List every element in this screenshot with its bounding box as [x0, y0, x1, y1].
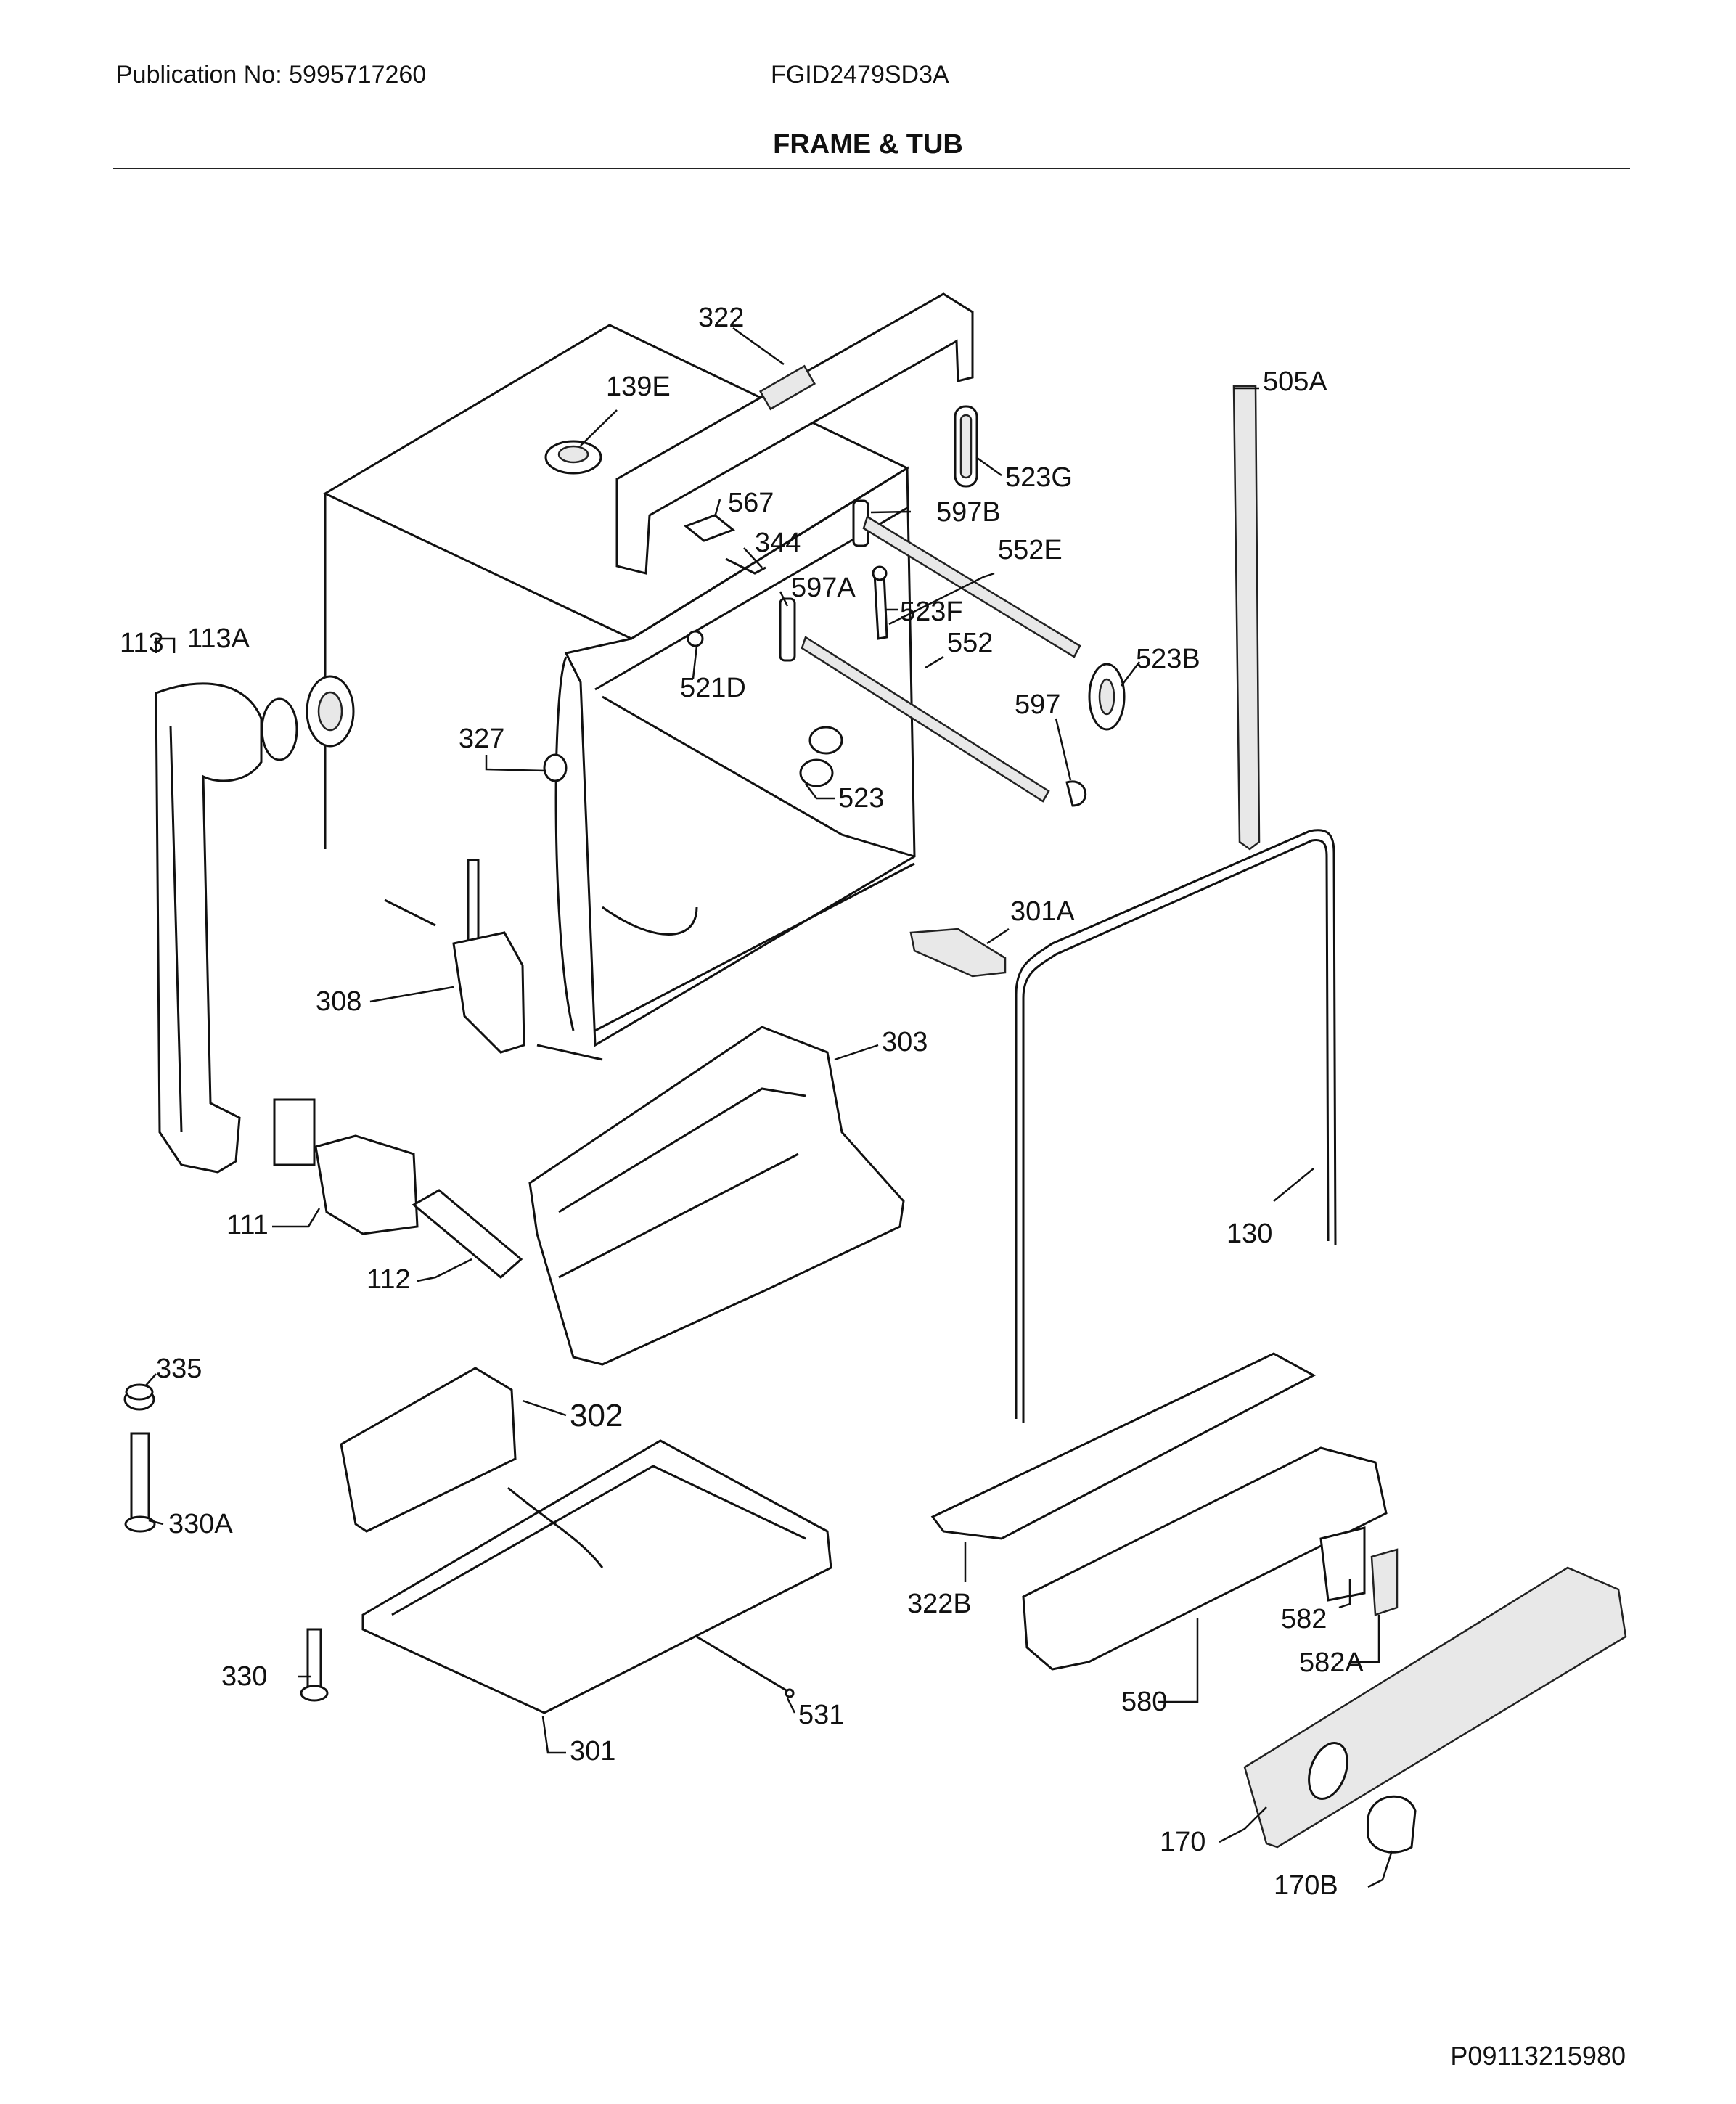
part-111-housing	[273, 1098, 419, 1235]
part-521D-nut	[687, 630, 704, 647]
part-301-base-tray	[361, 1439, 832, 1714]
callout-308: 308	[316, 986, 361, 1017]
callout-552E: 552E	[998, 535, 1063, 565]
part-344-bracket	[725, 557, 766, 575]
callout-597A: 597A	[791, 573, 856, 603]
callout-labels: 322 139E 505A 523G 567 597B 344 552E 597…	[120, 303, 1364, 1901]
callout-112: 112	[367, 1264, 411, 1295]
part-170B-clip	[1367, 1795, 1417, 1854]
part-113A-seal-ring	[261, 697, 298, 761]
tub	[322, 324, 916, 1061]
callout-170: 170	[1160, 1827, 1205, 1857]
callout-523F: 523F	[900, 597, 963, 627]
callout-597: 597	[1015, 689, 1060, 720]
callout-301A: 301A	[1010, 896, 1075, 927]
part-582A-cover	[1370, 1548, 1399, 1616]
part-335-nut	[123, 1383, 155, 1411]
callout-505A: 505A	[1263, 367, 1327, 397]
part-302-bracket	[340, 1367, 517, 1533]
part-322B-rail	[930, 1352, 1317, 1540]
callout-302: 302	[570, 1398, 623, 1433]
diagram-code: P09113215980	[1450, 2041, 1626, 2071]
callout-330A: 330A	[168, 1509, 233, 1539]
callout-335: 335	[156, 1354, 202, 1384]
callout-344: 344	[755, 528, 801, 558]
part-322-top-rail	[615, 292, 974, 575]
callout-113: 113	[120, 628, 164, 658]
callout-523G: 523G	[1005, 462, 1073, 493]
callout-582A: 582A	[1299, 1647, 1364, 1678]
part-567-clip	[684, 514, 735, 542]
part-523F-link	[872, 565, 888, 640]
part-139E-vent	[544, 440, 602, 475]
part-531-wire	[696, 1635, 795, 1698]
part-301A-guide	[909, 928, 1007, 978]
part-597-rail-end	[1065, 780, 1086, 807]
part-523-fittings	[799, 726, 843, 787]
publication-number: Publication No: 5995717260	[116, 61, 427, 89]
callout-580: 580	[1121, 1687, 1167, 1717]
part-130-door-seal	[1015, 829, 1337, 1423]
part-580-bottom-frame	[1022, 1446, 1388, 1671]
callout-523: 523	[838, 783, 884, 814]
page-title: FRAME & TUB	[773, 129, 963, 160]
header-divider	[113, 168, 1630, 169]
callout-521D: 521D	[680, 673, 746, 703]
part-303-base	[528, 1026, 905, 1366]
callout-130: 130	[1227, 1219, 1272, 1249]
callout-113A: 113A	[187, 623, 250, 654]
callout-303: 303	[882, 1027, 928, 1057]
part-523B-gasket	[1088, 663, 1126, 731]
callout-567: 567	[728, 488, 774, 518]
callout-301: 301	[570, 1736, 615, 1767]
callout-552: 552	[947, 628, 993, 658]
callout-170B: 170B	[1274, 1870, 1338, 1901]
part-170-kickplate	[1243, 1566, 1627, 1849]
callout-597B: 597B	[936, 497, 1001, 528]
callout-322: 322	[698, 303, 744, 333]
callout-531: 531	[798, 1700, 844, 1730]
callout-111: 111	[226, 1210, 269, 1240]
model-number: FGID2479SD3A	[771, 61, 949, 89]
part-112-hose	[412, 1189, 523, 1279]
part-308-hinge	[452, 859, 525, 1054]
callout-523B: 523B	[1136, 644, 1200, 674]
part-597A-rail-end	[779, 597, 796, 662]
callout-327: 327	[459, 724, 504, 754]
callout-582: 582	[1281, 1604, 1327, 1634]
part-327-stud	[543, 753, 568, 782]
callout-139E: 139E	[606, 372, 671, 402]
part-505A-strip	[1232, 385, 1261, 851]
part-552-rail	[801, 636, 1050, 803]
part-330-bolt	[300, 1628, 329, 1702]
part-113-side-panel	[155, 682, 263, 1174]
part-582-box	[1319, 1526, 1366, 1602]
part-523G-gasket	[954, 405, 978, 488]
part-113A-seal-cap	[306, 675, 355, 748]
callout-322B: 322B	[907, 1589, 972, 1619]
part-552E-rail	[862, 515, 1081, 658]
leader-lines	[144, 327, 1393, 1888]
part-330A-bolt	[124, 1432, 156, 1533]
callout-330: 330	[221, 1661, 267, 1692]
